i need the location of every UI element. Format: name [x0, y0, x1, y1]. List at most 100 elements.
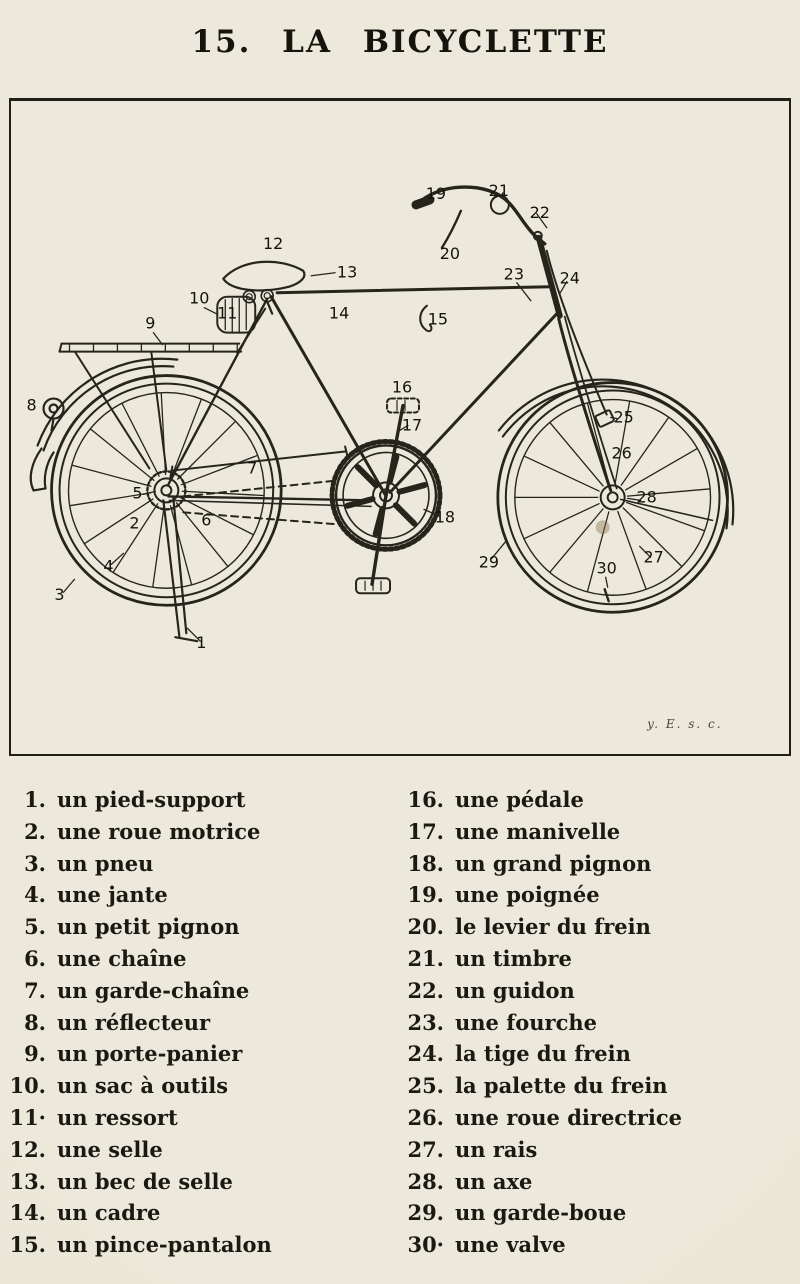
front-wheel	[496, 381, 729, 614]
vocab-term: un garde-chaîne	[57, 977, 250, 1003]
diagram-label-2: 2	[129, 513, 139, 532]
diagram-label-11: 11	[217, 304, 237, 323]
chain-guard	[169, 445, 350, 479]
vocab-number: 21.	[407, 945, 444, 971]
vocab-item-22: 22.un guidon	[398, 975, 798, 1007]
diagram-label-26: 26	[611, 443, 631, 462]
vocab-number: 10.	[9, 1073, 46, 1099]
diagram-label-18: 18	[435, 507, 455, 526]
cranks-and-pedals	[355, 397, 420, 595]
front-spokes	[515, 401, 710, 592]
vocab-number: 15.	[9, 1232, 46, 1258]
vocab-number: 26.	[407, 1104, 444, 1130]
front-hub-axle	[599, 484, 626, 511]
vocab-number: 5.	[24, 914, 46, 940]
vocab-item-20: 20.le levier du frein	[398, 911, 798, 943]
handlebar	[411, 185, 615, 428]
bicycle-diagram: 1 2 3 4 5 6 7 8 9 10 11 12 13 14 15 16 1…	[26, 181, 735, 731]
vocab-number: 30·	[407, 1232, 444, 1258]
diagram-label-10: 10	[189, 289, 209, 308]
diagram-label-19: 19	[426, 184, 446, 203]
vocab-number: 29.	[407, 1200, 444, 1226]
head-tube	[535, 234, 563, 319]
small-sprocket	[146, 470, 187, 511]
diagram-label-28: 28	[636, 487, 656, 506]
diagram-label-5: 5	[132, 483, 142, 502]
vocab-term: une poignée	[455, 882, 600, 908]
diagram-label-8: 8	[26, 396, 36, 415]
vocab-term: un réflecteur	[57, 1009, 211, 1035]
vocab-item-26: 26. une roue directrice	[398, 1102, 798, 1134]
diagram-label-7: 7	[247, 458, 257, 477]
vocab-number: 24.	[407, 1041, 444, 1067]
vocab-number: 6.	[24, 945, 46, 971]
vocab-item-12: 12.une selle	[0, 1134, 392, 1166]
brake-rod	[545, 249, 608, 416]
vocab-term: un pied-support	[57, 787, 246, 812]
brake-lever	[440, 209, 463, 249]
vocab-term: un sac à outils	[57, 1073, 229, 1099]
brake-pad	[594, 409, 615, 428]
vocab-number: 12.	[9, 1136, 46, 1162]
vocab-number: 9.	[24, 1041, 46, 1067]
vocab-term: une roue motrice	[57, 818, 261, 844]
vocab-item-1: 1.un pied-support	[0, 784, 392, 816]
vocab-term: un pince-pantalon	[57, 1232, 272, 1258]
diagram-label-13: 13	[337, 263, 357, 282]
vocab-item-9: 9. un porte-panier	[0, 1038, 392, 1070]
vocab-term: un pneu	[57, 850, 154, 876]
vocab-number: 28.	[407, 1168, 444, 1194]
diagram-label-22: 22	[530, 203, 550, 222]
diagram-label-29: 29	[479, 552, 499, 571]
vocab-number: 22.	[407, 977, 444, 1003]
diagram-labels: 1 2 3 4 5 6 7 8 9 10 11 12 13 14 15 16 1…	[26, 181, 663, 652]
vocab-item-19: 19. une poignée	[398, 879, 798, 911]
saddle	[222, 260, 306, 315]
vocab-item-3: 3. un pneu	[0, 848, 392, 880]
vocab-number: 14.	[9, 1200, 46, 1226]
vocab-term: un petit pignon	[57, 914, 240, 940]
vocab-term: un timbre	[455, 945, 572, 971]
valve	[603, 588, 610, 603]
diagram-label-15: 15	[428, 310, 448, 329]
bell	[489, 194, 510, 215]
diagram-label-12: 12	[263, 234, 283, 253]
vocab-term: la palette du frein	[455, 1073, 668, 1099]
vocab-column-left: 1.un pied-support 2.une roue motrice 3.u…	[0, 784, 392, 1261]
diagram-label-1: 1	[196, 633, 206, 652]
vocab-item-11: 11·un ressort	[0, 1102, 392, 1134]
vocab-number: 17.	[407, 818, 444, 844]
vocab-number: 3.	[24, 850, 46, 876]
vocab-number: 19.	[407, 882, 444, 908]
vocab-item-27: 27.un rais	[398, 1134, 798, 1166]
vocab-number: 16.	[407, 787, 444, 812]
vocab-item-18: 18.un grand pignon	[398, 848, 798, 880]
vocab-item-29: 29.un garde-boue	[398, 1197, 798, 1229]
vocab-term: un axe	[455, 1168, 533, 1194]
vocab-item-23: 23.une fourche	[398, 1007, 798, 1039]
diagram-label-30: 30	[597, 558, 617, 577]
diagram-label-6: 6	[201, 510, 211, 529]
vocab-term: la tige du frein	[455, 1041, 631, 1067]
diagram-label-23: 23	[504, 265, 524, 284]
vocab-term: une roue directrice	[455, 1104, 682, 1130]
vocab-number: 13.	[9, 1168, 46, 1194]
diagram-label-21: 21	[489, 181, 509, 200]
vocab-term: une fourche	[455, 1009, 597, 1035]
diagram-label-9: 9	[145, 314, 155, 333]
vocab-item-15: 15. un pince-pantalon	[0, 1229, 392, 1261]
vocab-term: une manivelle	[455, 818, 621, 844]
diagram-label-24: 24	[560, 269, 580, 288]
vocab-term: un porte-panier	[57, 1041, 243, 1067]
vocab-item-28: 28. un axe	[398, 1166, 798, 1198]
vocab-number: 18.	[407, 850, 444, 876]
chain	[182, 479, 340, 526]
vocab-number: 7.	[24, 977, 46, 1003]
vocab-item-17: 17. une manivelle	[398, 816, 798, 848]
paper-stain	[595, 520, 610, 535]
vocab-term: un bec de selle	[57, 1168, 233, 1194]
vocabulary-list: 1.un pied-support 2.une roue motrice 3.u…	[0, 784, 800, 1261]
vocab-term: un rais	[455, 1136, 538, 1162]
vocab-number: 11·	[9, 1104, 46, 1130]
